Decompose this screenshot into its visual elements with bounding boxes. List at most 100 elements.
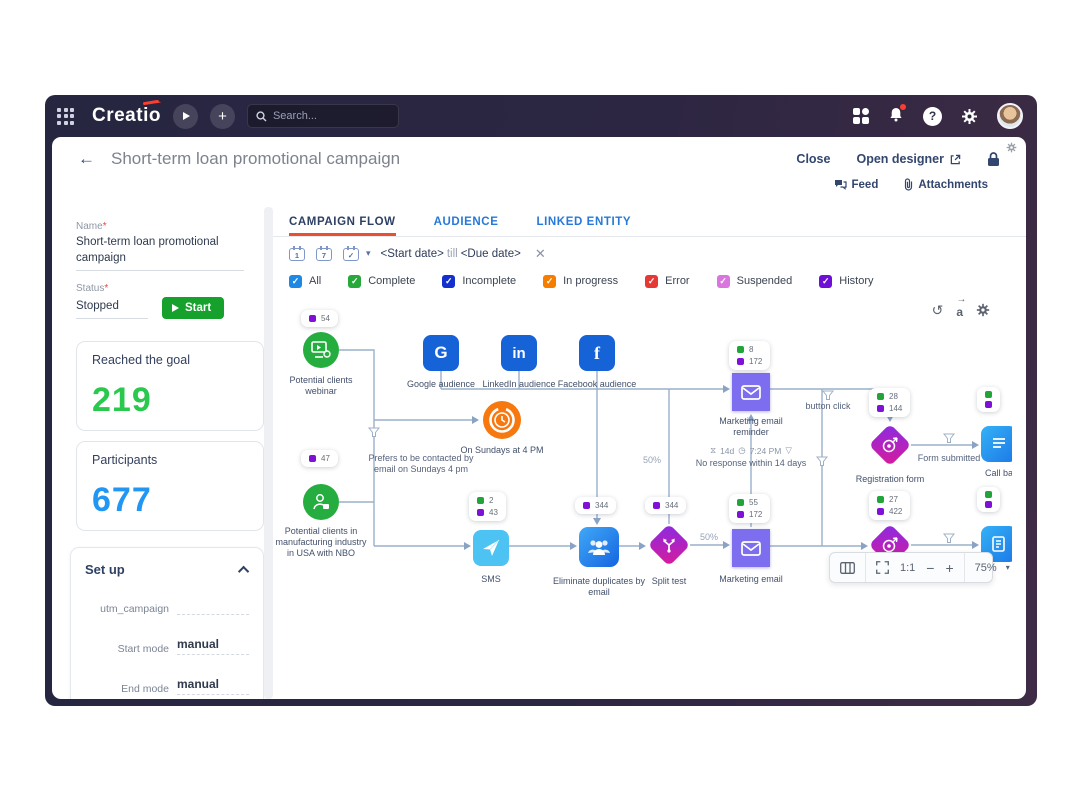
canvas-controls: ↺ →a bbox=[931, 295, 990, 319]
tab-audience[interactable]: AUDIENCE bbox=[433, 216, 499, 228]
node-linkedin-audience[interactable]: in bbox=[501, 335, 537, 371]
page-header: ← Short-term loan promotional campaign C… bbox=[52, 137, 1026, 207]
filter-checkbox-all[interactable]: ✓All bbox=[289, 274, 321, 288]
app-menu-icon[interactable] bbox=[57, 107, 74, 125]
filter-checkbox-suspended[interactable]: ✓Suspended bbox=[716, 274, 792, 288]
condition-label: Prefers to be contacted by email on Sund… bbox=[368, 453, 474, 475]
clear-date-filter-icon[interactable]: ✕ bbox=[534, 245, 546, 261]
fit-screen-icon[interactable] bbox=[876, 561, 889, 574]
sidebar-scrollbar[interactable] bbox=[264, 207, 273, 699]
filter-checkbox-in-progress[interactable]: ✓In progress bbox=[543, 274, 618, 288]
reset-view-icon[interactable]: ↺ bbox=[931, 301, 944, 318]
workplaces-icon[interactable] bbox=[852, 107, 869, 125]
filter-checkbox-incomplete[interactable]: ✓Incomplete bbox=[442, 274, 516, 288]
counter-badge bbox=[977, 487, 1000, 512]
lock-icon[interactable] bbox=[987, 151, 1000, 167]
node-facebook-audience[interactable]: f bbox=[579, 335, 615, 371]
target-icon bbox=[882, 537, 898, 553]
node-call-back[interactable] bbox=[981, 426, 1012, 462]
setup-title: Set up bbox=[85, 562, 125, 578]
node-eliminate-duplicates[interactable] bbox=[579, 527, 619, 567]
run-process-button[interactable] bbox=[172, 103, 198, 129]
calendar-week-icon[interactable]: 7 bbox=[316, 245, 333, 262]
date-range-text[interactable]: <Start date>till<Due date> bbox=[380, 247, 521, 260]
tab-linked-entity[interactable]: LINKED ENTITY bbox=[536, 216, 632, 228]
status-filter-row: ✓All ✓Complete ✓Incomplete ✓In progress … bbox=[273, 263, 1026, 291]
close-button[interactable]: Close bbox=[796, 152, 831, 166]
feed-button[interactable]: Feed bbox=[834, 178, 878, 191]
node-marketing-email[interactable] bbox=[732, 529, 770, 567]
calendar-custom-icon[interactable]: ✓ bbox=[343, 245, 360, 262]
paper-plane-icon bbox=[483, 539, 500, 556]
name-field-value[interactable]: Short-term loan promotional campaign bbox=[76, 235, 244, 272]
participants-metric-label: Participants bbox=[92, 453, 158, 468]
node-label: Marketing email bbox=[719, 574, 783, 584]
page-settings-gear-icon[interactable] bbox=[1006, 142, 1017, 153]
user-avatar[interactable] bbox=[997, 103, 1023, 129]
help-icon[interactable]: ? bbox=[923, 106, 942, 126]
clock-small-icon: ◷ bbox=[738, 445, 746, 455]
zoom-in-button[interactable]: + bbox=[945, 559, 954, 576]
settings-gear-icon[interactable] bbox=[961, 108, 978, 125]
filter-checkbox-history[interactable]: ✓History bbox=[819, 274, 874, 288]
global-search[interactable] bbox=[246, 104, 399, 128]
calendar-dropdown-caret[interactable]: ▾ bbox=[366, 248, 371, 258]
envelope-icon bbox=[741, 540, 761, 556]
add-button[interactable]: + bbox=[209, 103, 235, 129]
zoom-out-button[interactable]: − bbox=[926, 559, 935, 576]
node-sms[interactable] bbox=[473, 530, 509, 566]
node-label: Marketing email reminder bbox=[719, 416, 783, 437]
split-right-percent: 50% bbox=[700, 532, 718, 542]
node-label: Facebook audience bbox=[557, 379, 637, 389]
zoom-level-dropdown[interactable]: 75% ▾ bbox=[974, 561, 1010, 574]
search-input[interactable] bbox=[272, 110, 383, 122]
node-label: Call ba bbox=[984, 468, 1012, 478]
attachments-button[interactable]: Attachments bbox=[904, 178, 988, 191]
tab-campaign-flow[interactable]: CAMPAIGN FLOW bbox=[289, 216, 396, 236]
auto-arrange-icon[interactable]: →a bbox=[956, 295, 967, 319]
counter-badge: 344 bbox=[645, 497, 687, 514]
collapse-chevron-icon[interactable] bbox=[237, 565, 250, 577]
filter-checkbox-complete[interactable]: ✓Complete bbox=[348, 274, 415, 288]
node-marketing-email-reminder[interactable] bbox=[732, 373, 770, 411]
calendar-day-icon[interactable]: 1 bbox=[289, 245, 306, 262]
start-button[interactable]: Start bbox=[162, 297, 225, 320]
clock-icon bbox=[489, 407, 515, 433]
main-panel: CAMPAIGN FLOW AUDIENCE LINKED ENTITY 1 7… bbox=[273, 207, 1026, 699]
funnel-icon: ▽ bbox=[785, 445, 792, 455]
participants-metric-card: Participants 677 bbox=[76, 441, 264, 532]
node-potential-clients-nbo[interactable] bbox=[303, 484, 339, 520]
node-registration-form[interactable] bbox=[868, 423, 912, 467]
node-gateway-2[interactable] bbox=[868, 523, 912, 567]
play-icon bbox=[172, 304, 179, 313]
goal-metric-value: 219 bbox=[92, 381, 152, 420]
minimap-icon[interactable] bbox=[840, 561, 855, 574]
search-icon bbox=[256, 110, 267, 121]
filter-checkbox-error[interactable]: ✓Error bbox=[645, 274, 690, 288]
back-arrow-icon[interactable]: ← bbox=[78, 149, 95, 168]
canvas-settings-gear-icon[interactable] bbox=[976, 303, 990, 317]
page-title: Short-term loan promotional campaign bbox=[111, 149, 401, 168]
node-label: Potential clients webinar bbox=[289, 375, 353, 396]
end-mode-value[interactable]: manual bbox=[177, 677, 249, 696]
split-up-percent: 50% bbox=[643, 455, 661, 465]
utm-campaign-value[interactable] bbox=[177, 599, 249, 616]
creatio-logo: Creatio bbox=[92, 99, 161, 127]
node-timer[interactable] bbox=[483, 401, 521, 439]
linkedin-icon: in bbox=[512, 344, 526, 362]
status-field-value[interactable]: Stopped bbox=[76, 299, 148, 320]
node-split-test[interactable] bbox=[647, 523, 691, 567]
status-field-label: Status* bbox=[76, 283, 109, 295]
actual-size-button[interactable]: 1:1 bbox=[900, 561, 916, 574]
open-designer-button[interactable]: Open designer bbox=[856, 152, 961, 166]
counter-badge: 344 bbox=[575, 497, 617, 514]
node-label: SMS bbox=[481, 574, 501, 584]
node-label: Google audience bbox=[406, 379, 476, 389]
node-google-audience[interactable]: G bbox=[423, 335, 459, 371]
start-mode-value[interactable]: manual bbox=[177, 637, 249, 656]
notifications-bell-icon[interactable] bbox=[888, 103, 906, 127]
node-potential-clients-webinar[interactable] bbox=[303, 332, 339, 368]
